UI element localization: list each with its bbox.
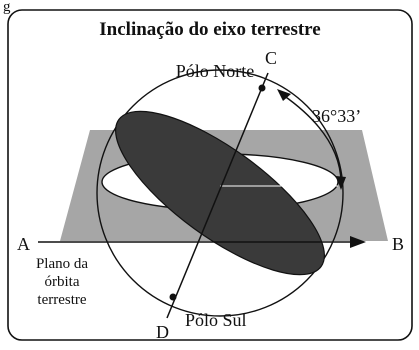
caption-fragment: g [3,0,11,15]
tilt-arc-arrow-top [277,89,291,101]
diagram-title: Inclinação do eixo terrestre [99,19,320,40]
south-pole-dot [169,293,177,301]
earth-sphere [96,69,344,317]
earth-axis-line [166,72,269,319]
point-b-label: B [392,234,404,254]
plane-label-line-1: Plano da [36,256,88,272]
tilt-angle-label: 36°33’ [312,106,361,126]
south-pole-label: Pólo Sul [185,310,247,330]
north-pole-label: Pólo Norte [176,61,255,81]
equator-disk [115,110,325,276]
north-pole-dot [258,84,266,92]
arrow-b-head [350,236,366,248]
tilt-arc [282,94,342,183]
point-c-label: C [265,48,277,68]
plane-label-line-3: terrestre [37,292,86,308]
point-a-label: A [17,234,30,254]
point-d-label: D [156,322,169,342]
plane-label-line-2: órbita [45,274,80,290]
tilt-arc-arrow-bottom [336,176,346,190]
